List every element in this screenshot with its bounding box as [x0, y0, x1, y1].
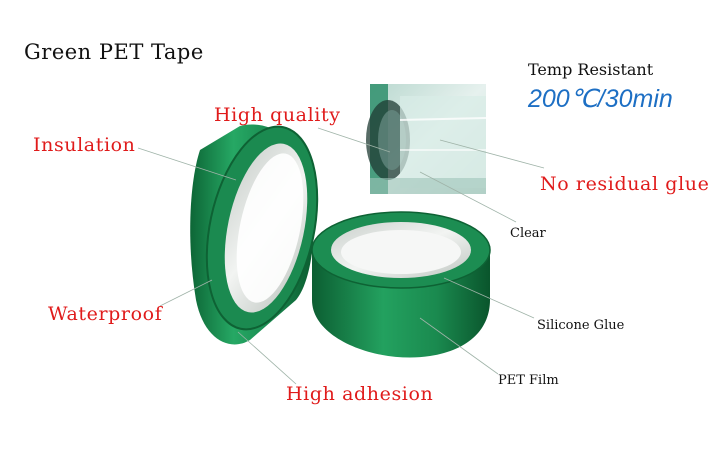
feature-high-adhesion: High adhesion: [286, 383, 434, 405]
leader-lines: [137, 127, 545, 385]
part-pet-film: PET Film: [498, 373, 559, 388]
feature-high-quality: High quality: [214, 104, 341, 126]
temp-resistant-label: Temp Resistant: [528, 60, 654, 79]
feature-insulation: Insulation: [33, 134, 136, 156]
tape-roll-upright: [190, 124, 319, 345]
part-clear: Clear: [510, 226, 546, 241]
temp-resistant-value: 200℃/30min: [528, 85, 673, 113]
tape-roll-lying: [311, 211, 491, 358]
feature-waterproof: Waterproof: [48, 303, 163, 325]
feature-no-residual-glue: No residual glue: [540, 173, 710, 195]
page-title: Green PET Tape: [24, 40, 204, 64]
part-silicone-glue: Silicone Glue: [537, 318, 625, 333]
closeup-inset: [366, 84, 487, 194]
